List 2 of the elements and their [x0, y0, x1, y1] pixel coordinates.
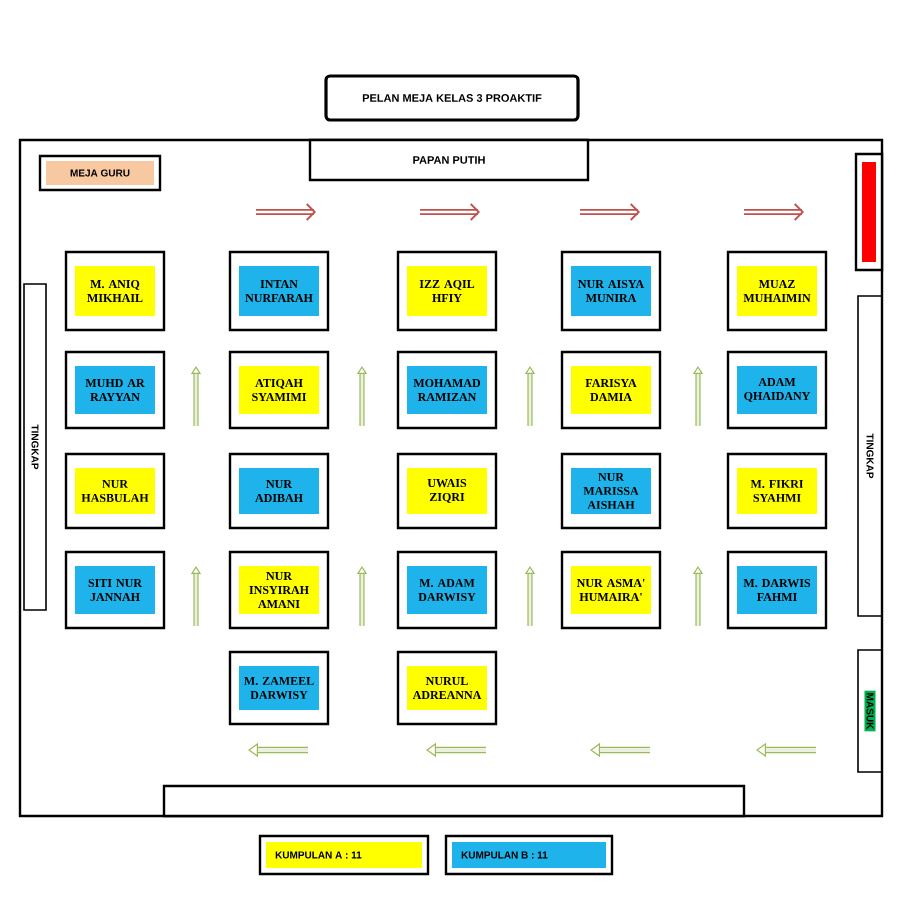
noticeboard	[162, 784, 746, 818]
door	[854, 152, 884, 272]
